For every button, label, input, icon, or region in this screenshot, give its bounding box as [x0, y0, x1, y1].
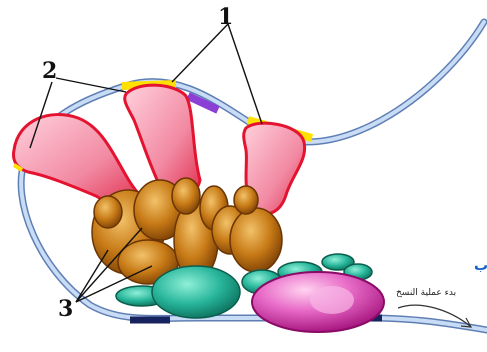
label-1: 1 [218, 6, 233, 28]
label-2: 2 [42, 60, 57, 82]
label-3: 3 [58, 298, 73, 320]
caption-transcription-start: بدء عملية النسخ [396, 288, 456, 298]
caption-edge-char: ب [474, 258, 487, 274]
